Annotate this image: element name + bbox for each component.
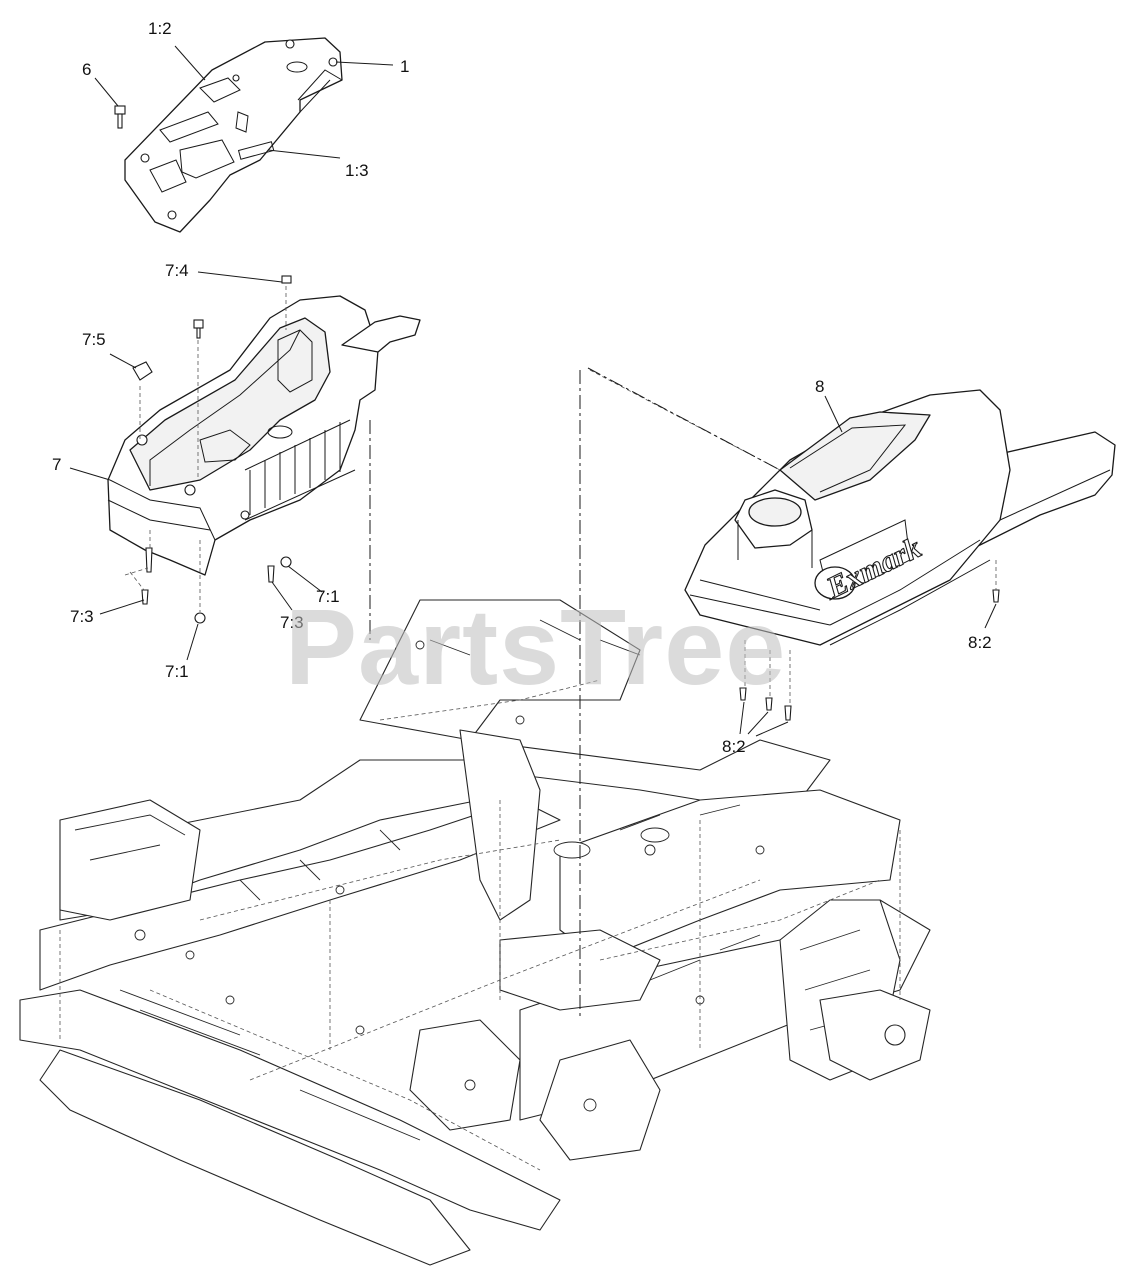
callout-6: 6 xyxy=(82,60,91,79)
callout-1: 1 xyxy=(400,57,409,76)
chassis-frame xyxy=(19,599,931,1266)
callout-7: 7 xyxy=(52,455,61,474)
callout-8-2-bottom: 8:2 xyxy=(722,737,746,756)
leader-lines xyxy=(69,45,997,737)
callout-7-4: 7:4 xyxy=(165,261,189,280)
callout-7-1-right: 7:1 xyxy=(316,587,340,606)
bolt-7-4 xyxy=(193,275,292,339)
callout-1-3: 1:3 xyxy=(345,161,369,180)
control-panel-plate xyxy=(114,37,343,233)
callout-1-2: 1:2 xyxy=(148,19,172,38)
clip-7-5 xyxy=(132,361,153,381)
bolt-6 xyxy=(114,105,126,129)
callout-labels: 1:2 1 6 1:3 7:4 7:5 7 7:3 7:3 7:1 7:1 8 … xyxy=(52,19,992,756)
callout-7-1-bottom: 7:1 xyxy=(165,662,189,681)
callout-8: 8 xyxy=(815,377,824,396)
console-tray xyxy=(107,275,421,624)
callout-7-3-right: 7:3 xyxy=(280,613,304,632)
assembly-axes xyxy=(369,367,781,1020)
console-cover: Exmark xyxy=(589,369,1116,721)
callout-7-5: 7:5 xyxy=(82,330,106,349)
screws-8-2 xyxy=(739,589,1000,721)
watermark: PartsTree xyxy=(285,586,786,707)
callout-7-3-left: 7:3 xyxy=(70,607,94,626)
callout-8-2-right: 8:2 xyxy=(968,633,992,652)
nuts-7-1 xyxy=(194,556,292,624)
